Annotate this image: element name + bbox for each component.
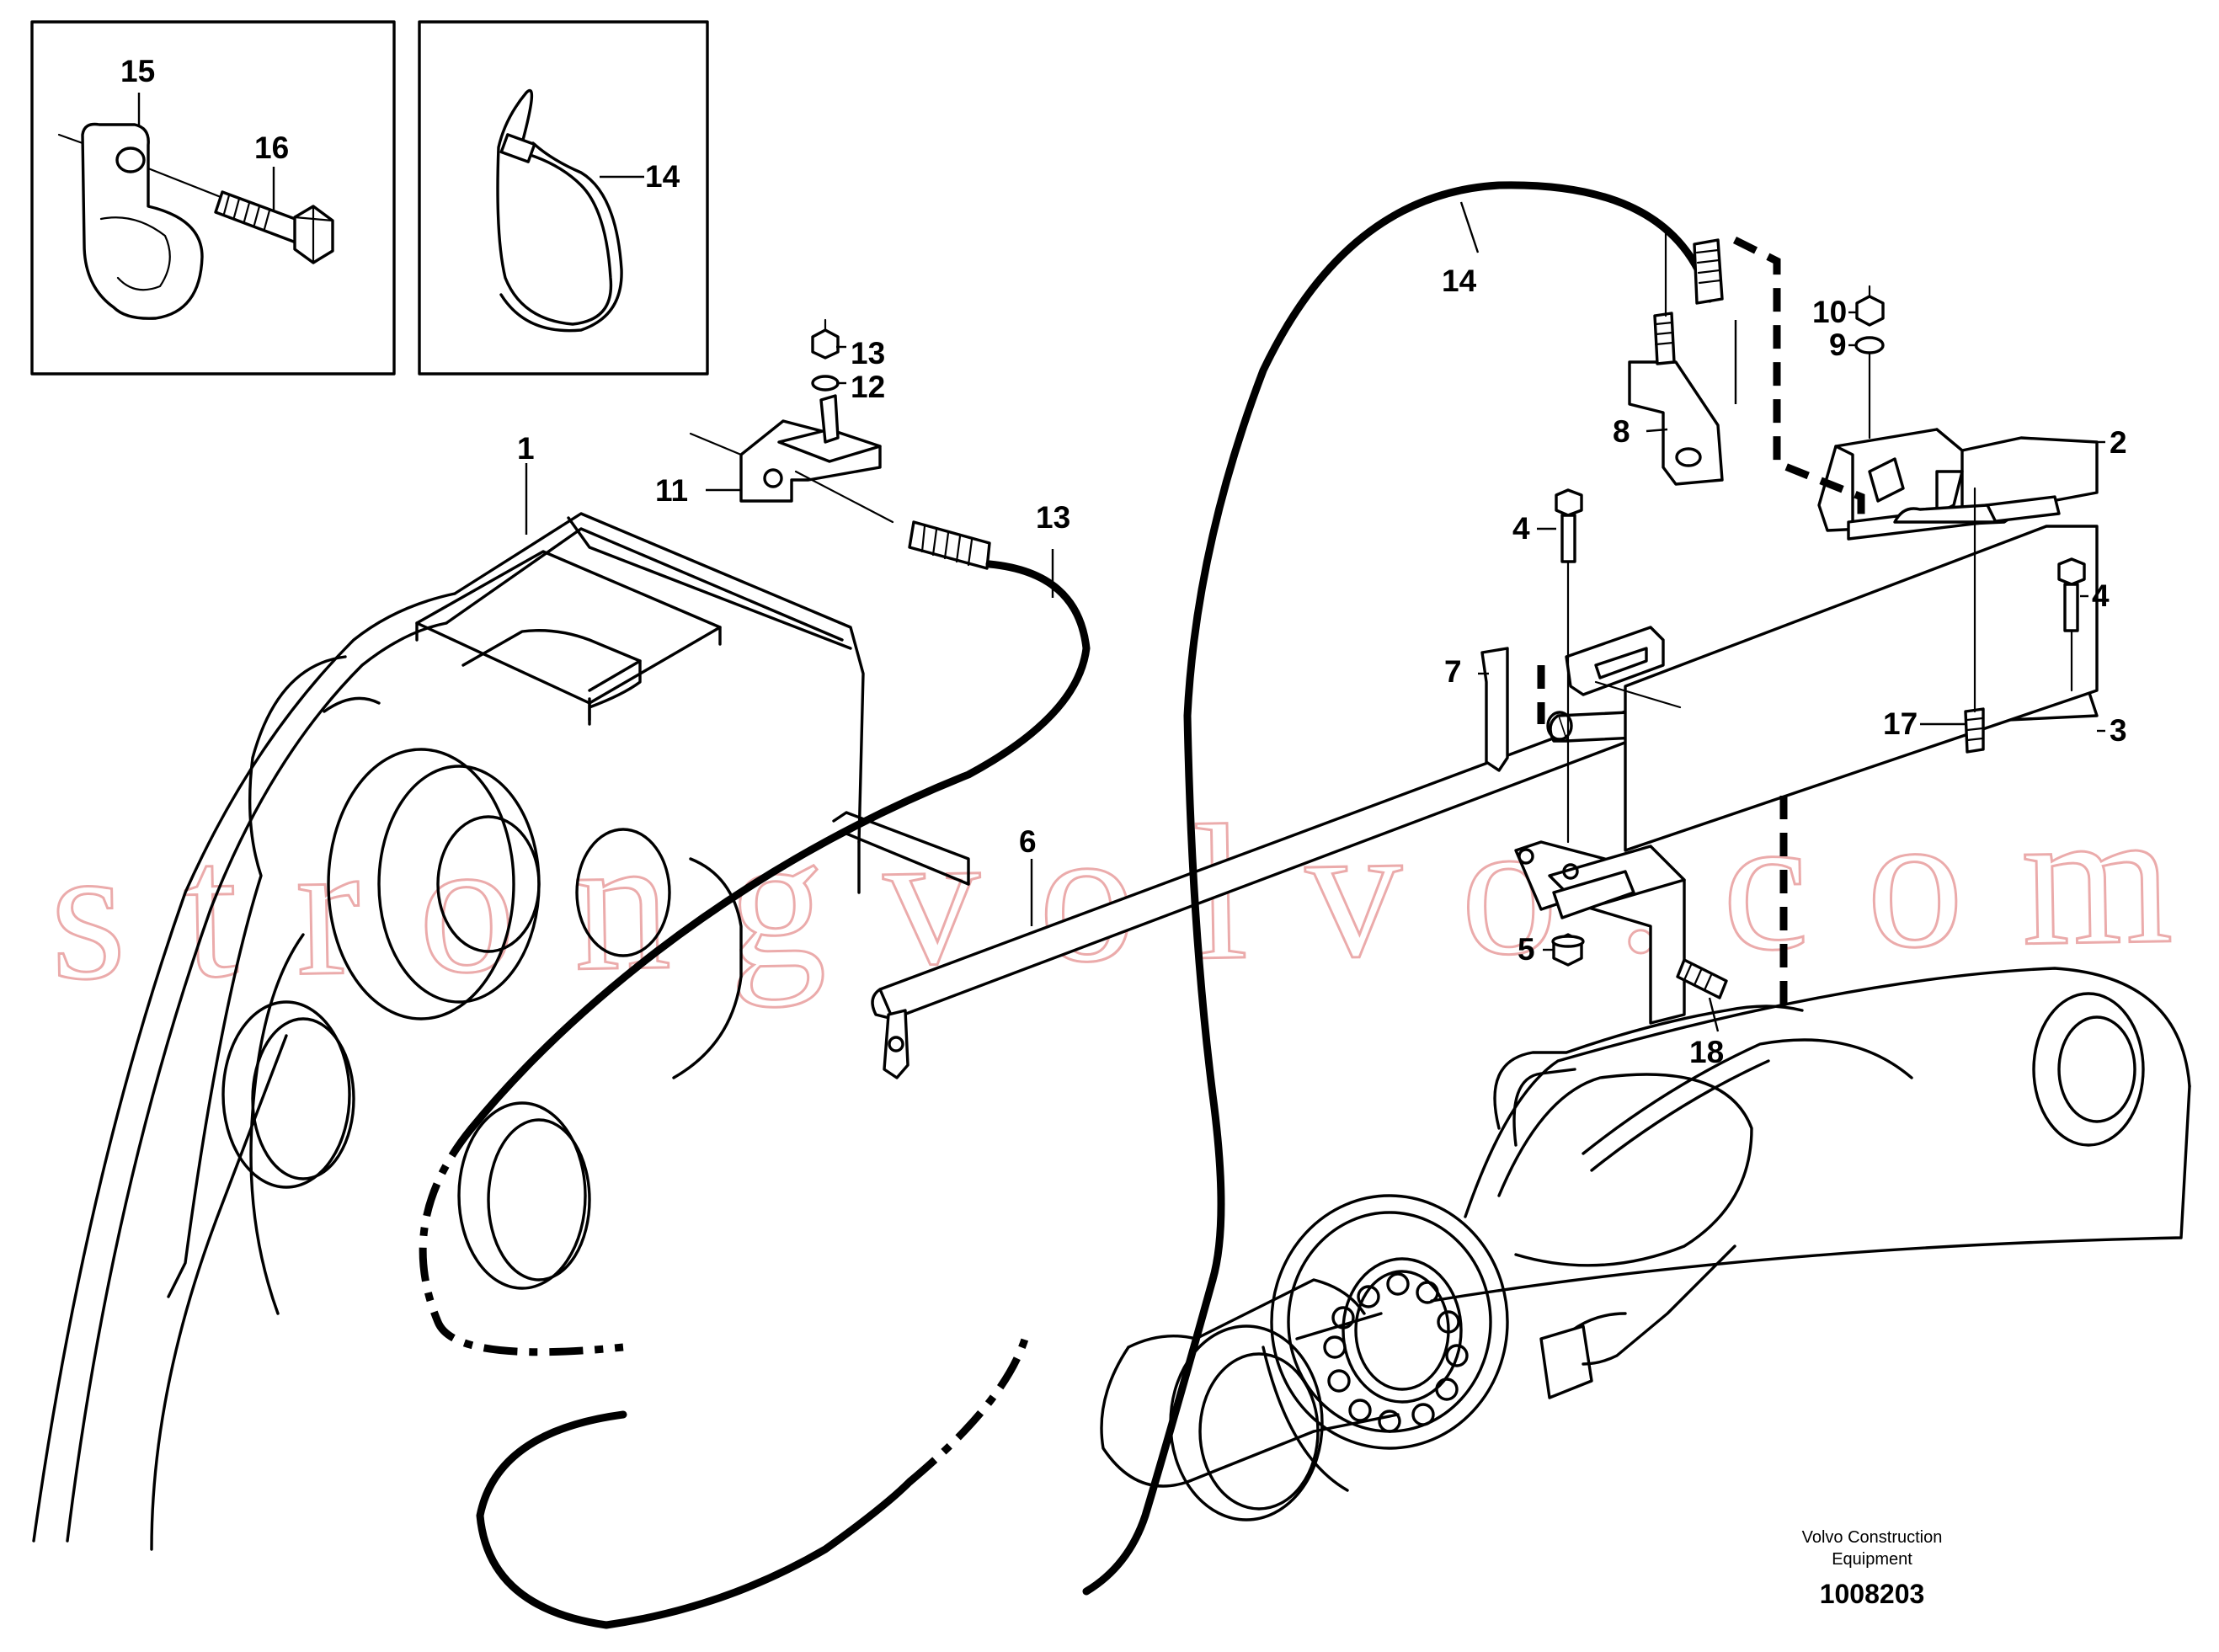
stud-19 xyxy=(1676,958,1728,999)
bracket-7 xyxy=(1480,647,1509,772)
bracket-11 xyxy=(689,394,894,524)
callout-16: 15 xyxy=(120,54,155,88)
bar-3 xyxy=(1546,525,2099,852)
nut-washer-13-12 xyxy=(811,318,840,392)
inset-box-clamp xyxy=(30,20,396,376)
hydraulic-cylinder xyxy=(1100,967,2191,1521)
bracket-8 xyxy=(1628,226,1724,486)
drawing-number: 1008203 xyxy=(1820,1579,1925,1609)
bolt-part xyxy=(147,167,334,264)
leader-lines xyxy=(137,93,2105,1032)
credit-line-2: Equipment xyxy=(1832,1550,1912,1569)
callout-3: 3 xyxy=(2110,713,2127,748)
cable-loop-14 xyxy=(1082,181,1865,1596)
sensor-rod xyxy=(871,710,1642,1079)
clamp-part xyxy=(57,122,204,320)
callout-15: 14 xyxy=(645,159,680,194)
callout-19: 18 xyxy=(1689,1035,1724,1069)
callout-14-top: 14 xyxy=(1442,264,1477,298)
bolt-4-center xyxy=(1555,488,1583,844)
bolt-4-right xyxy=(2057,557,2086,692)
callout-10: 10 xyxy=(1812,295,1847,329)
nut-washer-10-9 xyxy=(1854,285,1885,440)
callout-13: 13 xyxy=(851,336,885,370)
nut-5 xyxy=(1551,933,1585,967)
inset-box-cable-tie xyxy=(418,20,709,376)
watermark: strongvolvo.com xyxy=(48,769,2174,1021)
callout-1: 1 xyxy=(517,431,535,466)
callout-6: 6 xyxy=(1019,824,1037,859)
callout-2: 2 xyxy=(2110,425,2127,460)
callout-12: 12 xyxy=(851,370,885,404)
callout-9: 9 xyxy=(1829,328,1847,362)
callout-14-left: 13 xyxy=(1036,500,1070,535)
callout-5: 5 xyxy=(1518,932,1535,967)
sensor-left xyxy=(419,520,1091,1629)
callout-11: 11 xyxy=(655,473,688,508)
stud-18 xyxy=(1964,487,1985,754)
callout-labels: 15 16 14 13 12 11 1 13 14 6 7 8 10 9 2 4… xyxy=(120,54,2127,1069)
bracket-lower xyxy=(1514,840,1686,1025)
callout-8: 8 xyxy=(1613,414,1630,449)
credit-line-1: Volvo Construction xyxy=(1802,1528,1943,1547)
callout-17: 16 xyxy=(254,131,289,165)
cylinder-bolt-ring xyxy=(1323,1272,1469,1433)
callout-4-right: 4 xyxy=(2092,578,2110,613)
callout-4-center: 4 xyxy=(1512,511,1530,546)
bracket-2 xyxy=(1734,320,2099,541)
boom-structure xyxy=(32,512,970,1551)
cable-tie-part xyxy=(496,88,623,333)
callout-7: 7 xyxy=(1444,654,1462,689)
sensor-holder xyxy=(1565,626,1682,709)
callout-18: 17 xyxy=(1883,706,1918,741)
